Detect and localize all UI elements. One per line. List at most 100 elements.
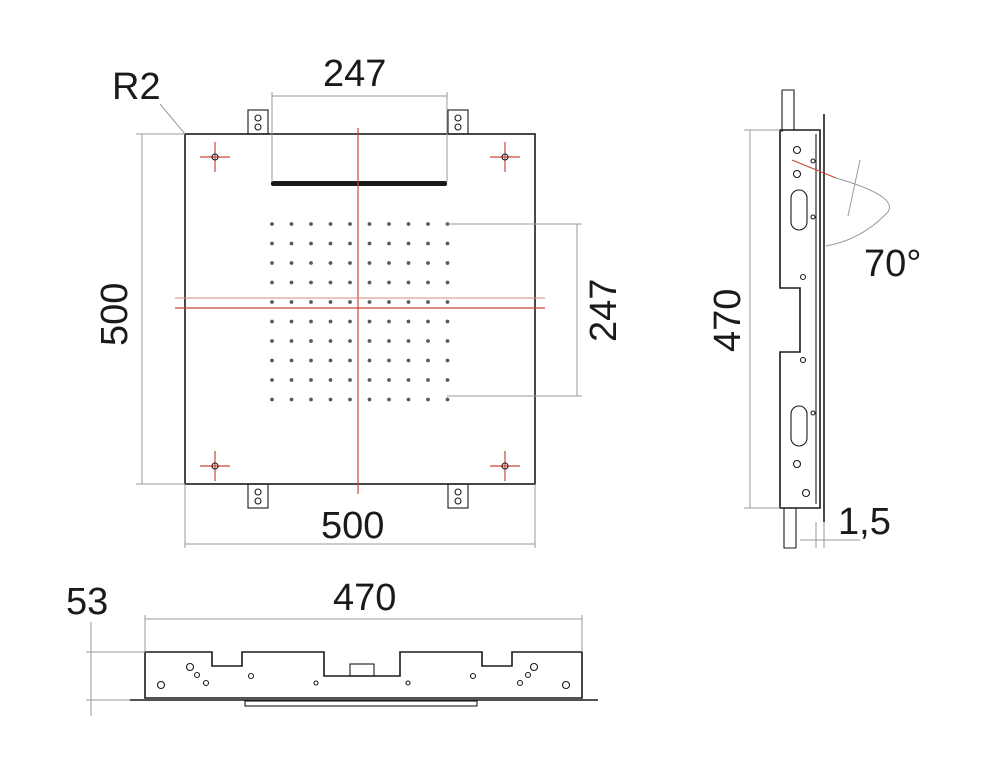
mounting-tab-top-right (447, 109, 469, 135)
nozzle-dot (348, 319, 352, 324)
nozzle-dot (426, 397, 430, 402)
waterfall-slot (271, 181, 447, 186)
nozzle-dot (328, 319, 333, 324)
nozzle-dot (348, 241, 352, 246)
nozzle-dot (406, 241, 411, 246)
nozzle-dot (367, 222, 372, 226)
side-view: 70° 470 1,5 (707, 89, 921, 549)
nozzle-dot (387, 222, 391, 226)
nozzle-field (270, 222, 450, 402)
nozzle-dot (270, 339, 274, 343)
nozzle-dot (406, 339, 411, 343)
nozzle-dot (387, 280, 391, 285)
nozzle-dot (289, 339, 294, 343)
nozzle-dot (406, 261, 411, 265)
side-angle-arc (825, 177, 890, 247)
nozzle-dot (367, 280, 372, 285)
dim-side-1-5 (800, 522, 860, 548)
nozzle-dot (289, 358, 294, 363)
nozzle-dot (309, 222, 313, 226)
nozzle-dot (289, 378, 294, 382)
nozzle-dot (270, 280, 274, 285)
nozzle-dot (328, 339, 333, 343)
nozzle-dot (289, 222, 294, 226)
side-screws (792, 145, 816, 498)
nozzle-dot (270, 378, 274, 382)
nozzle-dot (348, 222, 352, 226)
side-bottom-hook (783, 508, 797, 549)
bottom-base-strip (244, 700, 478, 707)
nozzle-dot (328, 300, 333, 304)
dim-right-247-label: 247 (583, 279, 625, 342)
nozzle-dot (328, 222, 333, 226)
nozzle-dot (348, 280, 352, 285)
dim-bottom-53 (86, 622, 145, 716)
dim-bottom-470 (144, 615, 583, 652)
nozzle-dot (289, 241, 294, 246)
nozzle-dot (445, 280, 450, 285)
front-plate-outline (184, 133, 536, 485)
nozzle-dot (289, 397, 294, 402)
dim-left-500-label: 500 (94, 283, 136, 346)
dim-top-247-label: 247 (323, 53, 386, 95)
nozzle-dot (445, 378, 450, 382)
side-angle-ray (791, 159, 837, 179)
nozzle-dot (270, 300, 274, 304)
nozzle-dot (426, 378, 430, 382)
nozzle-dot (387, 397, 391, 402)
side-angle-leader (847, 159, 861, 217)
fixing-mark-bottom-right (490, 451, 520, 481)
dim-bottom-53-label: 53 (66, 581, 108, 623)
nozzle-dot (309, 339, 313, 343)
nozzle-dot (328, 397, 333, 402)
side-top-hook (781, 89, 795, 132)
nozzle-dot (426, 300, 430, 304)
bottom-bracket-outline (144, 651, 583, 699)
side-angle-label: 70° (864, 243, 921, 285)
nozzle-dot (367, 378, 372, 382)
nozzle-dot (426, 319, 430, 324)
nozzle-dot (387, 339, 391, 343)
nozzle-dot (367, 397, 372, 402)
nozzle-dot (270, 241, 274, 246)
nozzle-dot (367, 339, 372, 343)
mounting-tab-bottom-left (247, 483, 269, 509)
nozzle-dot (348, 358, 352, 363)
nozzle-dot (328, 378, 333, 382)
nozzle-dot (309, 319, 313, 324)
nozzle-dot (367, 300, 372, 304)
fixing-mark-top-left (200, 142, 230, 172)
nozzle-dot (387, 300, 391, 304)
nozzle-dot (328, 241, 333, 246)
nozzle-dot (367, 241, 372, 246)
bottom-view: 470 53 (66, 577, 598, 716)
nozzle-dot (328, 261, 333, 265)
nozzle-dot (406, 300, 411, 304)
nozzle-dot (270, 261, 274, 265)
nozzle-dot (289, 319, 294, 324)
nozzle-dot (406, 319, 411, 324)
nozzle-dot (309, 241, 313, 246)
nozzle-dot (445, 241, 450, 246)
nozzle-dot (445, 319, 450, 324)
nozzle-dot (445, 339, 450, 343)
front-view: R2 247 500 247 500 (94, 53, 625, 548)
nozzle-dot (426, 339, 430, 343)
nozzle-dot (348, 378, 352, 382)
nozzle-dot (406, 280, 411, 285)
nozzle-dot (445, 261, 450, 265)
nozzle-dot (348, 397, 352, 402)
nozzle-dot (406, 397, 411, 402)
dim-bottom-500-label: 500 (321, 505, 384, 547)
nozzle-dot (348, 339, 352, 343)
fixing-mark-top-right (490, 142, 520, 172)
nozzle-dot (387, 358, 391, 363)
nozzle-dot (309, 397, 313, 402)
dim-side-1-5-label: 1,5 (838, 501, 891, 543)
nozzle-dot (387, 261, 391, 265)
nozzle-dot (406, 358, 411, 363)
nozzle-dot (348, 261, 352, 265)
nozzle-dot (270, 222, 274, 226)
nozzle-dot (289, 261, 294, 265)
